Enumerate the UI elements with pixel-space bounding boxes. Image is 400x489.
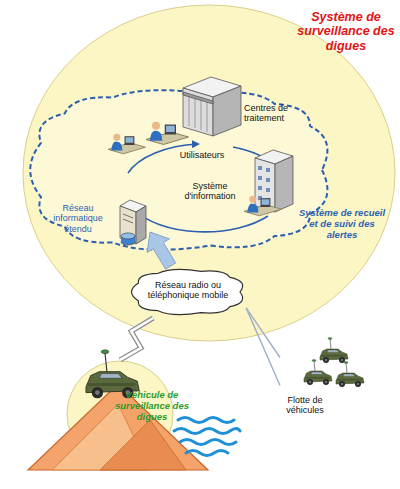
network-cloud-outline [30, 90, 327, 250]
system-circle-outline [23, 5, 395, 341]
node-heading: Réseau informatique étendu [42, 203, 114, 234]
fleet-vehicle [320, 338, 348, 364]
system-label: Système d'information [180, 181, 240, 202]
fleet-vehicle [336, 362, 364, 388]
radio-cloud: Réseau radio ou téléphonique mobile [130, 266, 246, 318]
node-heading: Réseau radio ou téléphonique mobile [138, 280, 238, 301]
server-icon [120, 200, 146, 245]
system-circle: Système de surveillance des diguesRéseau… [22, 4, 396, 342]
users-label: Utilisateurs [172, 150, 232, 160]
alert-system-label: Système de recueil et de suivi des alert… [296, 208, 388, 241]
fleet-vehicle [304, 360, 332, 386]
radio-cloud-outline [132, 269, 243, 314]
center-label: Centres de traitement [244, 103, 306, 124]
node-heading: Véhicule de surveillance des digues [112, 390, 192, 423]
node-heading: Flotte de véhicules [280, 395, 330, 416]
water-waves [174, 418, 240, 456]
node-heading: Système de surveillance des digues [292, 10, 400, 53]
processing-center-icon [183, 77, 241, 136]
